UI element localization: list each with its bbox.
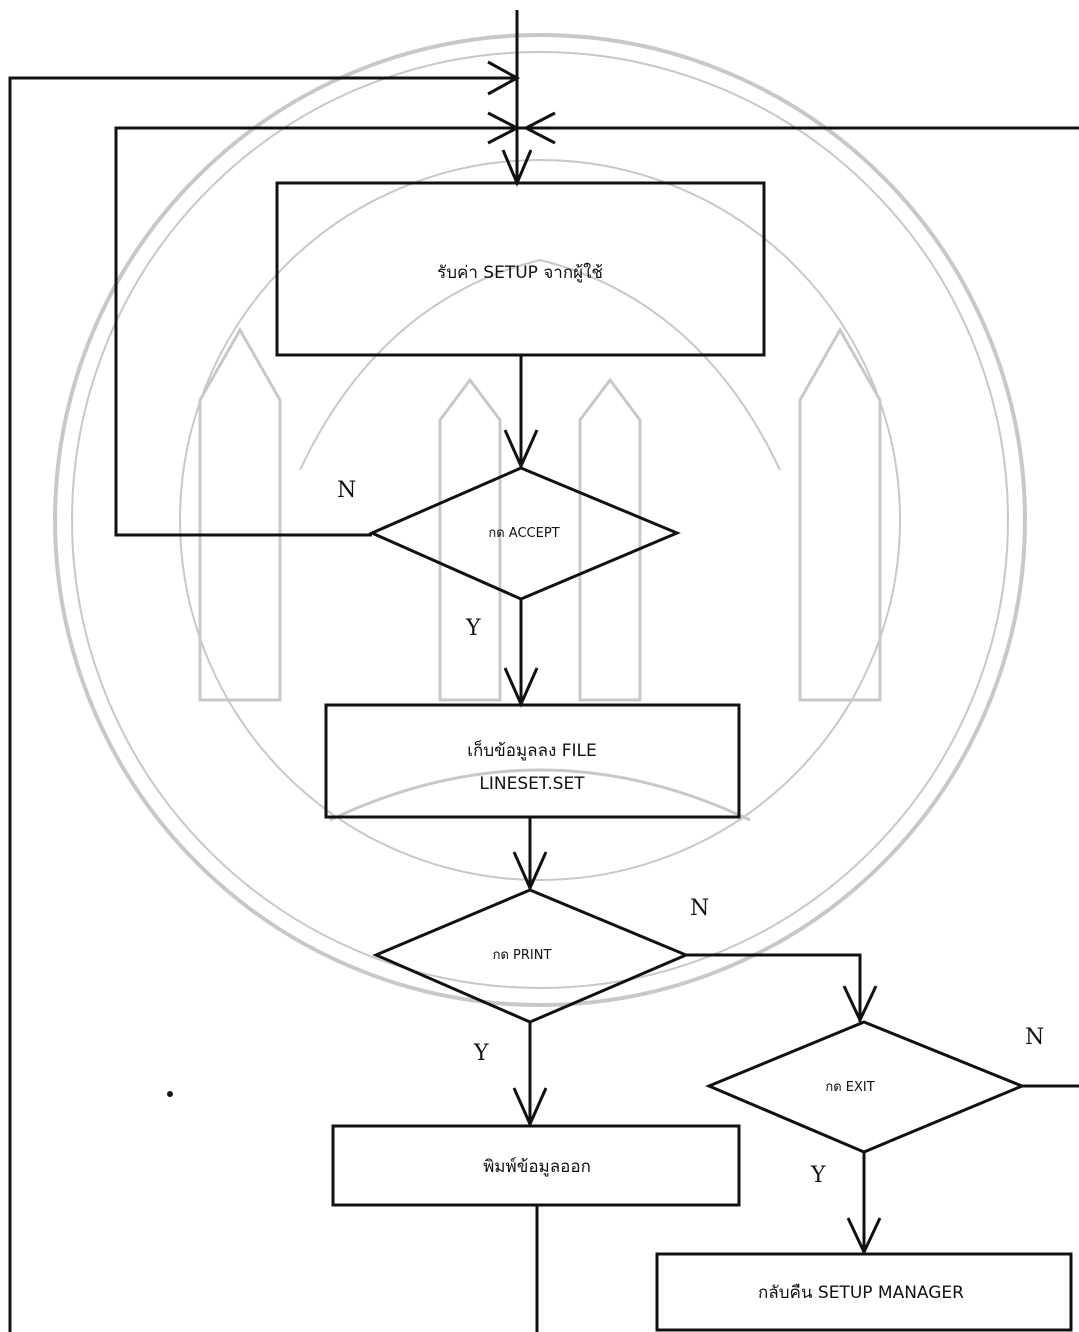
exit-decision-label: กด EXIT xyxy=(825,1080,874,1095)
branch-labels: N Y N Y N Y xyxy=(337,478,1044,1188)
print-no-label: N xyxy=(690,896,709,921)
arrowhead-into-exit xyxy=(842,985,878,1024)
node-save-file: เก็บข้อมูลลง FILE LINESET.SET xyxy=(324,703,741,819)
print-out-label: พิมพ์ข้อมูลออก xyxy=(483,1157,591,1177)
stray-dot xyxy=(167,1091,173,1097)
save-file-label-line1: เก็บข้อมูลลง FILE xyxy=(467,739,596,761)
decision-accept: กด ACCEPT xyxy=(368,466,681,601)
accept-yes-label: Y xyxy=(465,616,481,641)
node-print-out: พิมพ์ข้อมูลออก xyxy=(331,1124,741,1207)
decision-print: กด PRINT xyxy=(372,888,690,1024)
arrowheads xyxy=(487,60,882,1256)
setup-input-label: รับค่า SETUP จากผู้ใช้ xyxy=(437,262,603,283)
arrowhead-exit-loop xyxy=(522,111,556,145)
decision-exit: กด EXIT xyxy=(705,1020,1026,1154)
print-decision-label: กด PRINT xyxy=(493,948,552,963)
accept-label: กด ACCEPT xyxy=(488,526,559,541)
arrowhead-into-print xyxy=(512,851,548,892)
return-label: กลับคืน SETUP MANAGER xyxy=(758,1283,964,1303)
node-setup-input: รับค่า SETUP จากผู้ใช้ xyxy=(275,181,766,357)
arrowhead-outer-loop xyxy=(487,60,521,96)
university-seal-watermark xyxy=(53,33,1027,1007)
arrowhead-into-accept xyxy=(503,429,539,470)
connectors xyxy=(8,10,1079,1332)
accept-no-label: N xyxy=(337,478,356,503)
arrowhead-into-printout xyxy=(512,1087,548,1128)
exit-yes-label: Y xyxy=(810,1163,826,1188)
exit-no-label: N xyxy=(1025,1025,1044,1050)
node-return: กลับคืน SETUP MANAGER xyxy=(655,1252,1073,1332)
arrowhead-inner-loop xyxy=(487,111,521,145)
arrowhead-into-return xyxy=(846,1217,882,1256)
print-yes-label: Y xyxy=(473,1041,489,1066)
save-file-label-line2: LINESET.SET xyxy=(479,774,585,794)
